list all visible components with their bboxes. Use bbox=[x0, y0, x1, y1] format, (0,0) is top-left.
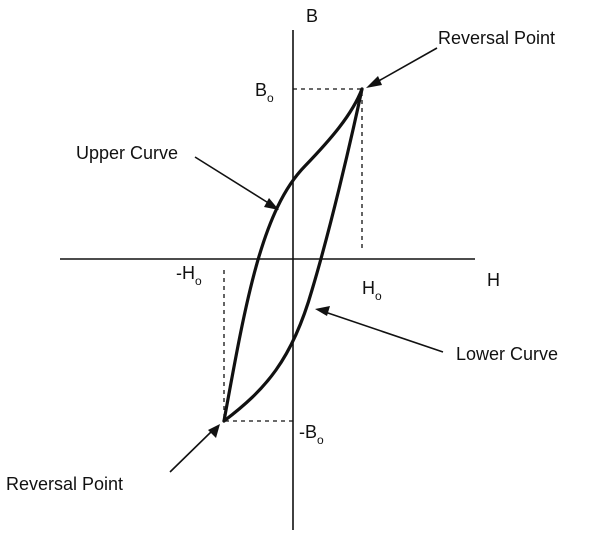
neg-h0-label: -Ho bbox=[176, 263, 202, 288]
reversal-top-arrowhead bbox=[366, 76, 382, 88]
reversal-point-bottom-label: Reversal Point bbox=[6, 474, 123, 494]
reversal-bottom-pointer bbox=[169, 430, 213, 473]
reversal-top-pointer bbox=[374, 47, 438, 84]
reversal-bottom-arrowhead bbox=[208, 424, 220, 438]
lower-curve-label: Lower Curve bbox=[456, 344, 558, 364]
h-axis-label: H bbox=[487, 270, 500, 290]
lower-curve-pointer bbox=[324, 311, 444, 353]
h0-label: Ho bbox=[362, 278, 382, 303]
upper-curve-arrowhead bbox=[264, 198, 279, 210]
b0-label: Bo bbox=[255, 80, 274, 105]
lower-curve bbox=[222, 87, 364, 423]
upper-curve-label: Upper Curve bbox=[76, 143, 178, 163]
upper-curve bbox=[222, 87, 364, 423]
b-axis-label: B bbox=[306, 6, 318, 26]
reversal-point-top-label: Reversal Point bbox=[438, 28, 555, 48]
lower-curve-arrowhead bbox=[315, 306, 330, 316]
neg-b0-guide bbox=[223, 267, 293, 422]
b0-guide bbox=[293, 88, 363, 251]
neg-b0-label: -Bo bbox=[299, 422, 324, 447]
upper-curve-pointer bbox=[194, 156, 271, 205]
